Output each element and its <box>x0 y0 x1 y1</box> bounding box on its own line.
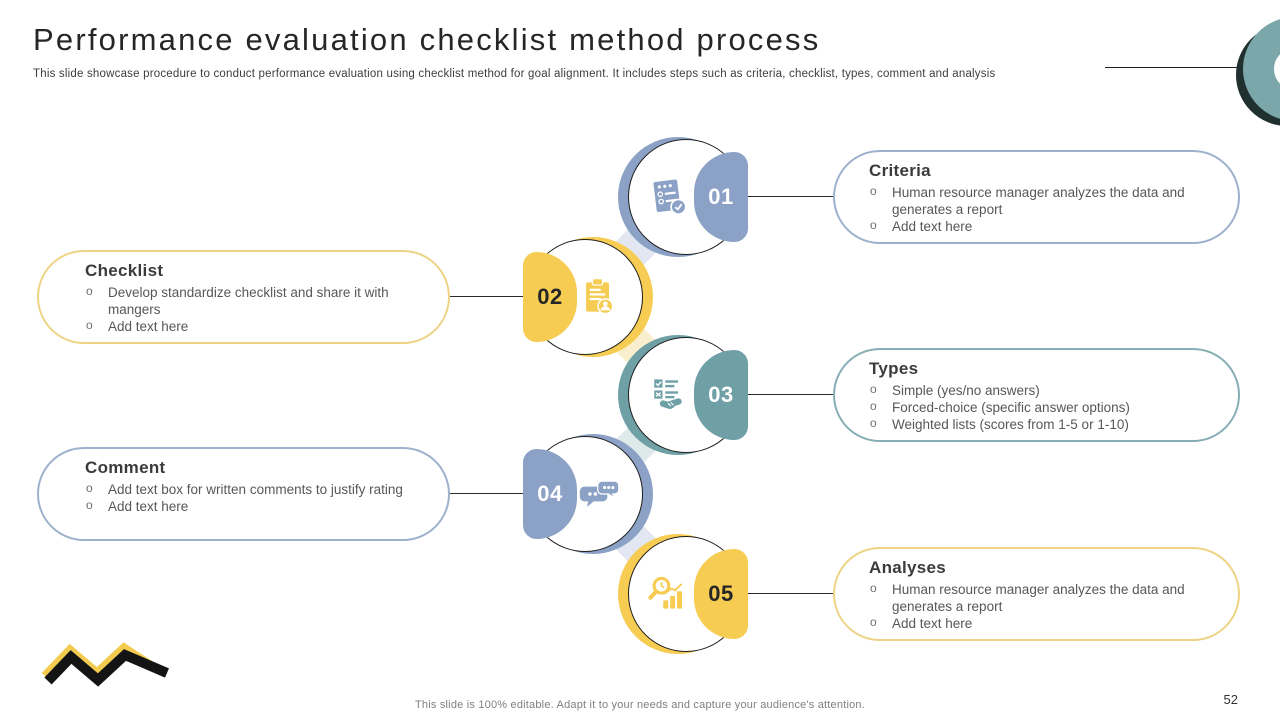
bullet-item: Human resource manager analyzes the data… <box>869 580 1210 615</box>
bullet-item: Add text here <box>869 614 1210 632</box>
callout-title: Analyses <box>869 558 947 577</box>
page-title: Performance evaluation checklist method … <box>33 22 821 57</box>
zigzag-decoration <box>41 642 169 687</box>
callout-title: Criteria <box>869 161 931 180</box>
bullet-list: Add text box for written comments to jus… <box>85 480 422 515</box>
connector-line-05 <box>748 593 834 594</box>
step-number: 05 <box>708 581 734 606</box>
step-number: 04 <box>537 481 563 506</box>
page-number: 52 <box>1223 692 1238 707</box>
connector-line-01 <box>748 196 834 197</box>
checklist-handshake-icon <box>654 379 682 410</box>
callout-checklist: Checklist Develop standardize checklist … <box>37 250 450 344</box>
connector-line-04 <box>450 493 523 494</box>
bullet-item: Simple (yes/no answers) <box>869 381 1210 399</box>
bullet-list: Human resource manager analyzes the data… <box>869 183 1210 235</box>
bullet-list: Develop standardize checklist and share … <box>85 283 422 335</box>
clipboard-person-icon <box>586 278 614 315</box>
bullet-list: Simple (yes/no answers) Forced-choice (s… <box>869 381 1210 433</box>
step-05-number-tab: 05 <box>694 549 748 639</box>
connector-line-02 <box>450 296 523 297</box>
bullet-item: Develop standardize checklist and share … <box>85 283 410 318</box>
bullet-item: Add text here <box>85 497 410 515</box>
step-number: 02 <box>537 284 563 309</box>
step-01-number-tab: 01 <box>694 152 748 242</box>
bullet-item: Weighted lists (scores from 1-5 or 1-10) <box>869 415 1210 433</box>
footer-note: This slide is 100% editable. Adapt it to… <box>415 699 865 711</box>
document-check-icon <box>653 179 687 215</box>
bullet-item: Forced-choice (specific answer options) <box>869 398 1210 416</box>
connector-line-03 <box>748 394 834 395</box>
callout-title: Comment <box>85 458 166 477</box>
callout-title: Types <box>869 359 919 378</box>
bullet-item: Add text box for written comments to jus… <box>85 480 410 498</box>
callout-types: Types Simple (yes/no answers) Forced-cho… <box>833 348 1240 442</box>
decorative-line <box>1105 67 1280 68</box>
callout-analyses: Analyses Human resource manager analyzes… <box>833 547 1240 641</box>
step-03-number-tab: 03 <box>694 350 748 440</box>
page-subtitle: This slide showcase procedure to conduct… <box>33 68 996 80</box>
chat-bubbles-icon <box>579 480 620 507</box>
bullet-item: Add text here <box>869 217 1210 235</box>
callout-criteria: Criteria Human resource manager analyzes… <box>833 150 1240 244</box>
bullet-item: Add text here <box>85 317 410 335</box>
bullet-item: Human resource manager analyzes the data… <box>869 183 1210 218</box>
callout-title: Checklist <box>85 261 164 280</box>
bullet-list: Human resource manager analyzes the data… <box>869 580 1210 632</box>
callout-comment: Comment Add text box for written comment… <box>37 447 450 541</box>
step-number: 03 <box>708 382 734 407</box>
magnifier-chart-icon <box>648 576 683 609</box>
step-number: 01 <box>708 184 734 209</box>
